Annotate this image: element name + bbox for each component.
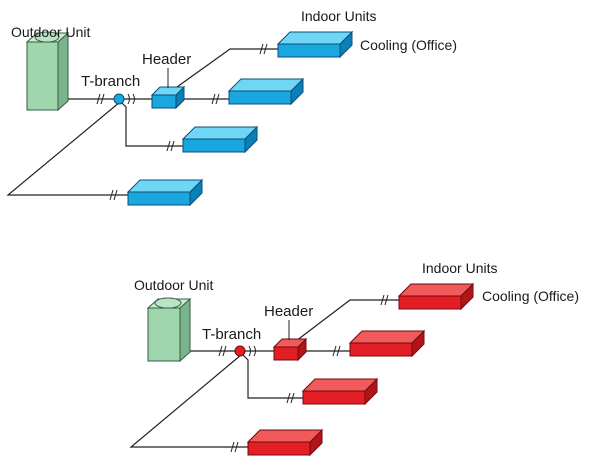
outdoor-unit — [25, 31, 70, 112]
indoor-unit — [126, 178, 204, 207]
indoor-unit — [227, 77, 305, 106]
header-label: Header — [264, 303, 313, 320]
indoor-unit — [397, 282, 475, 311]
pipe-network — [6, 48, 279, 196]
cooling-office-label: Cooling (Office) — [360, 37, 457, 53]
outdoor-unit-label: Outdoor Unit — [134, 277, 213, 293]
header-box — [150, 85, 186, 110]
t-branch-node — [113, 93, 125, 105]
header-box — [272, 337, 308, 362]
diagram-red: Outdoor Unit T-branch Header Indoor Unit… — [129, 260, 579, 456]
cooling-office-label: Cooling (Office) — [482, 288, 579, 304]
outdoor-unit — [146, 297, 192, 363]
indoor-unit — [348, 329, 426, 358]
indoor-units-label: Indoor Units — [301, 8, 376, 24]
header-label: Header — [142, 51, 191, 68]
indoor-units-label: Indoor Units — [422, 260, 497, 276]
indoor-unit — [301, 377, 379, 406]
pipe-break-marks — [218, 294, 389, 453]
t-branch-node — [234, 345, 246, 357]
pipe-network — [129, 299, 400, 448]
t-branch-label: T-branch — [81, 73, 140, 90]
indoor-unit — [246, 428, 324, 456]
outdoor-unit-label: Outdoor Unit — [11, 24, 90, 40]
t-branch-label: T-branch — [202, 326, 261, 343]
diagram-blue: Outdoor Unit T-branch Header Indoor Unit… — [6, 8, 457, 207]
indoor-unit — [181, 125, 259, 154]
indoor-unit — [276, 30, 354, 59]
pipe-break-marks — [96, 43, 268, 201]
